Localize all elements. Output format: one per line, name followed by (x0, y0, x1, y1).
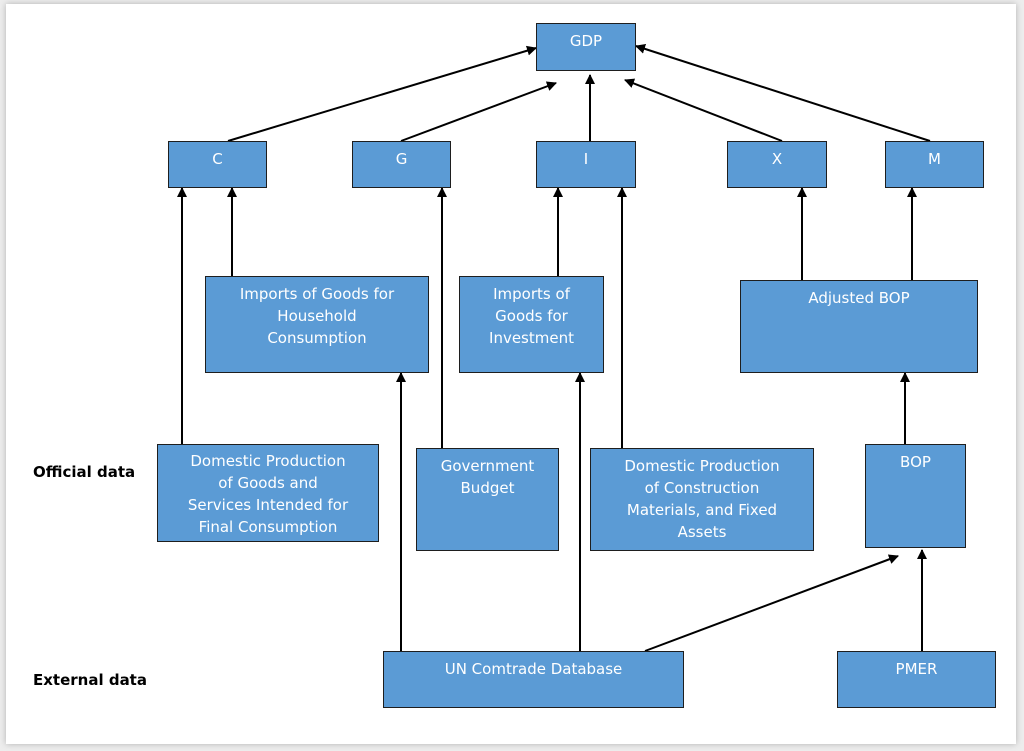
node-g: G (352, 141, 451, 188)
node-imports-investment: Imports of Goods for Investment (459, 276, 604, 373)
edge-m-to-gdp (635, 44, 931, 142)
edge-g-to-gdp (400, 81, 557, 142)
node-gdp: GDP (536, 23, 636, 71)
diagram-canvas (6, 4, 1016, 744)
node-un-comtrade-database: UN Comtrade Database (383, 651, 684, 708)
external-data-label: External data (33, 671, 147, 689)
edge-c-to-gdp (227, 45, 537, 142)
official-data-label: Official data (33, 463, 136, 481)
node-adjusted-bop: Adjusted BOP (740, 280, 978, 373)
node-domestic-final-consumption: Domestic Production of Goods and Service… (157, 444, 379, 542)
node-m: M (885, 141, 984, 188)
edge-un-comtrade-to-bop (644, 554, 899, 652)
node-imports-household-consumption: Imports of Goods for Household Consumpti… (205, 276, 429, 373)
node-c: C (168, 141, 267, 188)
node-i: I (536, 141, 636, 188)
node-domestic-construction: Domestic Production of Construction Mate… (590, 448, 814, 551)
node-pmer: PMER (837, 651, 996, 708)
node-x: X (727, 141, 827, 188)
node-bop: BOP (865, 444, 966, 548)
edge-x-to-gdp (624, 78, 783, 142)
node-government-budget: Government Budget (416, 448, 559, 551)
